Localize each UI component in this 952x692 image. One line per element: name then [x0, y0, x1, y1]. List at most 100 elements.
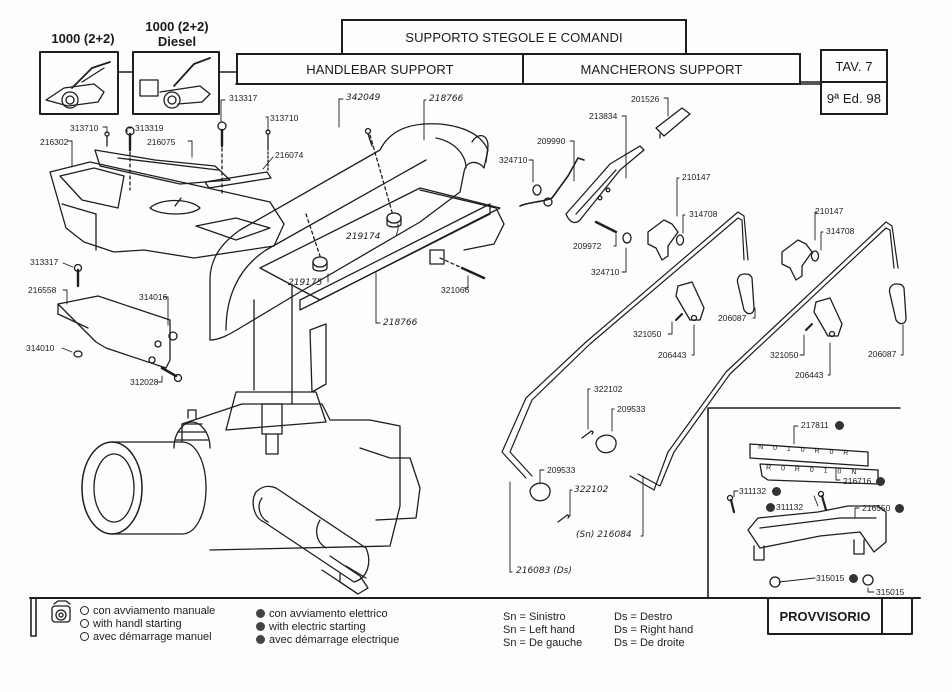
nut-314016 [168, 331, 178, 341]
part-label: 219175 [288, 278, 323, 288]
legend-text: with electric starting [269, 621, 366, 633]
model-label-1: 1000 (2+2) [38, 31, 128, 46]
electric-start-icon [256, 622, 265, 631]
starter-icon [51, 600, 71, 623]
bushing-219174 [386, 212, 402, 228]
model-label-2: 1000 (2+2)Diesel [132, 19, 222, 49]
title-italian: SUPPORTO STEGOLE E COMANDI [341, 19, 687, 54]
handlebar-support-218766 [209, 123, 505, 455]
part-label: 216302 [40, 137, 69, 147]
legend-electric: con avviamento elettrico with electric s… [256, 608, 399, 647]
inset-panel [707, 407, 901, 599]
part-label: 313317 [229, 93, 258, 103]
screw-313710b [265, 129, 271, 151]
part-label: 322102 [574, 485, 609, 495]
part-label: 311132 [739, 486, 767, 496]
part-label: 313710 [270, 113, 299, 123]
electric-start-icon [256, 609, 265, 618]
part-label: 216074 [275, 150, 304, 160]
block-206443b [813, 297, 843, 338]
footer-bar [30, 597, 37, 637]
pin-342049 [364, 127, 373, 147]
legend-text: with handl starting [93, 618, 182, 630]
part-label: 312028 [130, 377, 159, 387]
part-label: 216558 [28, 285, 57, 295]
part-label: 315015 [816, 573, 845, 583]
legend-text: avec démarrage manuel [93, 631, 212, 643]
legend-electric-it: con avviamento elettrico [256, 608, 399, 621]
title-italian-text: SUPPORTO STEGOLE E COMANDI [405, 30, 623, 45]
legend-ds-it: Ds = Destro [614, 611, 673, 623]
bracket-216558 [57, 295, 171, 369]
nut-314708a [675, 234, 685, 246]
model-thumbnail-1 [39, 51, 119, 115]
shift-rod-216084 [629, 221, 899, 491]
knob-206087a [736, 273, 755, 315]
nut-315015b [862, 574, 874, 586]
part-label: 314016 [139, 292, 168, 302]
bolt-312028 [160, 366, 183, 383]
ball-joint-209533b [529, 482, 551, 502]
part-label: 218766 [383, 318, 418, 328]
legend-sn: Sn = Sinistro Sn = Left hand Sn = De gau… [503, 611, 582, 650]
title-english-text: HANDLEBAR SUPPORT [306, 61, 454, 77]
part-label: 206087 [718, 313, 747, 323]
edition: 9ª Ed. 98 [820, 81, 888, 115]
part-label: 321066 [441, 285, 470, 295]
part-label: 216075 [147, 137, 176, 147]
electric-marker-icon [849, 574, 858, 583]
part-label: 324710 [499, 155, 528, 165]
part-label: 206087 [868, 349, 897, 359]
screw-313319 [125, 126, 135, 152]
nut-315015a [769, 576, 781, 588]
part-label: 210147 [682, 172, 711, 182]
legend-ds-fr: Ds = De droite [614, 637, 685, 649]
part-label: 213834 [589, 111, 618, 121]
block-206443a [675, 281, 705, 322]
part-label: 313319 [135, 123, 164, 133]
legend-manual-fr: avec démarrage manuel [80, 631, 215, 644]
plate-number-text: TAV. 7 [835, 58, 873, 74]
part-label: 321050 [770, 350, 799, 360]
legend-sn-en: Sn = Left hand [503, 624, 575, 636]
part-label: 209990 [537, 136, 566, 146]
plate-217811 [749, 443, 869, 467]
legend-electric-en: with electric starting [256, 621, 399, 634]
legend-sn-it: Sn = Sinistro [503, 611, 566, 623]
part-label: 315015 [876, 587, 905, 597]
shift-rod-216083 [501, 211, 749, 479]
title-french: MANCHERONS SUPPORT [522, 53, 801, 85]
screw-311132b [817, 490, 828, 512]
screw-313317a [217, 121, 227, 148]
legend-text: avec démarrage electrique [269, 634, 400, 646]
gearbox [81, 403, 421, 595]
grip-201526 [655, 107, 691, 139]
bracket-210147b [781, 239, 813, 281]
part-label: 206443 [795, 370, 824, 380]
knob-206087b [888, 283, 907, 325]
status-label: PROVVISORIO [779, 608, 871, 624]
status-empty-box [881, 597, 913, 635]
part-label: 209533 [617, 404, 646, 414]
clip-322102a [581, 430, 594, 439]
bushing-219175 [312, 256, 328, 272]
part-label: 314010 [26, 343, 55, 353]
nut-314708b [810, 250, 820, 262]
manual-start-icon [80, 632, 89, 641]
electric-marker-icon [895, 504, 904, 513]
part-label: 324710 [591, 267, 620, 277]
edition-text: 9ª Ed. 98 [826, 90, 882, 106]
legend-manual-it: con avviamento manuale [80, 605, 215, 618]
bracket-216075 [94, 149, 231, 185]
model-1-name: 1000 (2+2) [51, 31, 115, 46]
pin-321066 [439, 257, 486, 280]
part-label: 314708 [689, 209, 718, 219]
washer-324710b [622, 232, 632, 244]
bracket-210147a [647, 219, 679, 261]
pin-321050a [675, 313, 683, 321]
part-label: 216716 [843, 476, 872, 486]
bracket-216074 [204, 171, 272, 189]
electric-start-icon [256, 635, 265, 644]
title-french-text: MANCHERONS SUPPORT [580, 61, 743, 77]
